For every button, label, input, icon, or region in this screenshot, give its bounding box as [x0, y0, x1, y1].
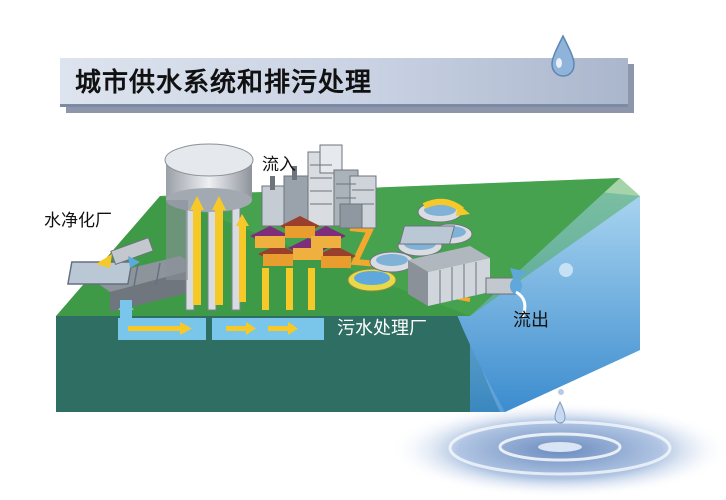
title-banner	[60, 58, 628, 107]
page-title: 城市供水系统和排污处理	[75, 68, 373, 98]
outflow-label: 流出	[513, 310, 549, 331]
water-drop-icon	[551, 34, 575, 77]
pipe-icon	[118, 300, 324, 340]
inflow-label: 流入	[262, 155, 296, 175]
pipe-icon	[349, 225, 379, 267]
sewage-plant-label: 污水处理厂	[337, 318, 427, 339]
sewage-plant-building	[408, 246, 528, 319]
flow-arrow-icon	[510, 268, 528, 280]
house-icon	[250, 216, 356, 268]
water-ripple-icon	[390, 389, 726, 498]
flow-arrow-icon	[190, 196, 249, 305]
purification-plant-label: 水净化厂	[44, 211, 112, 231]
flow-arrow-icon	[262, 268, 315, 310]
water-tower-icon	[164, 143, 254, 311]
flow-arrow-icon	[96, 254, 112, 268]
building-icon	[261, 144, 377, 229]
